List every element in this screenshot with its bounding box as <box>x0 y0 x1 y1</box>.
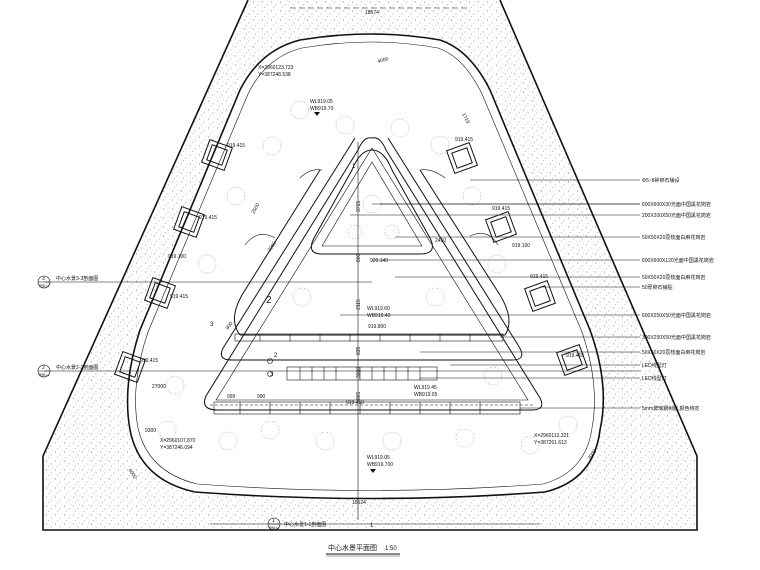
callout-text: LED线型灯 <box>642 375 667 382</box>
elevation-label: 919.415 <box>455 137 473 143</box>
dimension-labels: 18674 1719 2115 3000 835 865 3715 800 99… <box>126 10 598 506</box>
section-number: 2 <box>266 295 272 306</box>
elevation-label: 919.415 <box>170 294 188 300</box>
coordinate-x: X=2960107.870 <box>160 438 196 444</box>
dimension-label: 18674 <box>365 10 379 16</box>
elevation-label: 919.415 <box>199 215 217 221</box>
callout-text: 50X50X20荔枝面白麻花岗岩 <box>642 274 705 281</box>
dimension-label: 1719 <box>460 112 471 125</box>
callout-text: 50X50X20荔枝面白麻花岗岩 <box>642 234 705 241</box>
dimension-label: 2500 <box>251 202 262 215</box>
elevation-label: WL919.60 <box>367 306 390 312</box>
elevation-label: 919.100 <box>168 254 186 260</box>
dimension-label: 800 <box>225 321 235 331</box>
elevation-label: 919.415 <box>492 206 510 212</box>
section-marker-sheet: 景施-14 <box>39 372 50 377</box>
dimension-label: 999 <box>227 394 236 400</box>
callout-text: 5mm玻璃钢树脂,颜色待定 <box>642 405 700 412</box>
section-marker-label: 中心水景3-3剖面图 <box>56 275 98 282</box>
section-marker-1[interactable]: 1 景施-14 中心水景1-1剖面图 <box>267 517 326 531</box>
section-marker-2[interactable]: 2 景施-14 中心水景2-2剖面图 <box>37 364 98 378</box>
dimension-label: 4000 <box>126 468 137 481</box>
title-text: 中心水景平面图 <box>328 543 377 552</box>
section-numbers: 2 3 1 1 2 3 <box>210 164 374 529</box>
section-marker-num: 3 <box>42 276 45 282</box>
coordinate-x: X=2960123.723 <box>258 65 294 71</box>
elevation-label: 919.100 <box>512 243 530 249</box>
dimension-label: 3000 <box>587 448 598 461</box>
coordinate-y: Y=387261.613 <box>534 440 567 446</box>
callout-text: 50厚卵石铺贴 <box>642 284 673 291</box>
dimension-label: 2450 <box>435 238 446 244</box>
elevation-labels: WL919.05 WB919.70 WL919.60 WB919.40 WL91… <box>140 99 584 473</box>
elevation-label: 919.415 <box>566 353 584 359</box>
elevation-label: WB919.700 <box>367 462 393 468</box>
section-marker-sheet: 景施-14 <box>39 283 50 288</box>
elevation-label: WB919.40 <box>367 313 391 319</box>
elevation-label: 919.415 <box>140 358 158 364</box>
callout-text: 600X600X30光面中国黑花岗岩 <box>642 201 711 208</box>
planting-clusters <box>157 100 578 455</box>
section-marker-label: 中心水景2-2剖面图 <box>56 364 98 371</box>
elevation-label: WL919.05 <box>310 99 333 105</box>
pool-outline <box>126 33 605 500</box>
leader-lines <box>340 179 640 409</box>
section-marker-sheet: 景施-14 <box>269 525 280 530</box>
dimension-label: 3715 <box>356 201 362 212</box>
elevation-label: 920.140 <box>370 258 388 264</box>
material-callouts: Φ5~8碎卵石铺设 600X600X30光面中国黑花岗岩 200X200X50光… <box>642 177 714 412</box>
callout-text: 600X600X120光面中国黑花岗岩 <box>642 257 714 264</box>
section-number: 1 <box>352 164 356 170</box>
coordinate-y: Y=387246.094 <box>160 445 193 451</box>
drawing-title: 中心水景平面图 1:50 <box>326 543 400 557</box>
elevation-label: 919.800 <box>368 324 386 330</box>
callout-text: LED线型灯 <box>642 362 667 369</box>
section-marker-3[interactable]: 3 景施-14 中心水景3-3剖面图 <box>37 275 98 289</box>
dimension-label: 2115 <box>356 299 362 310</box>
section-number: 2 <box>274 353 278 359</box>
section-number: 3 <box>270 372 274 378</box>
coordinate-y: Y=387248.538 <box>258 72 291 78</box>
dimension-label: 800 <box>356 253 362 262</box>
coordinate-labels: X=2960123.723 Y=387248.538 X=2960107.870… <box>160 65 569 451</box>
dimension-label: 835 <box>356 346 362 355</box>
coordinate-x: X=2960113.321 <box>534 433 569 439</box>
scale-text: 1:50 <box>385 546 397 552</box>
elevation-label: WB919.70 <box>310 106 334 112</box>
dimension-label: 27000 <box>152 384 166 390</box>
stone-bench <box>286 366 438 381</box>
elevation-label: 919.415 <box>530 274 548 280</box>
gravel-border <box>42 0 698 531</box>
dimension-label: 3000 <box>356 367 362 378</box>
dimension-label: 990 <box>257 394 266 400</box>
dimension-label: 2200 <box>267 240 278 253</box>
section-marker-num: 1 <box>272 518 275 524</box>
dimension-label: 865 <box>356 391 362 400</box>
dimension-label: 4000 <box>377 56 390 65</box>
section-marker-num: 2 <box>42 365 45 371</box>
elevation-label: 919.450 <box>346 400 364 406</box>
dimension-label: 15624 <box>352 500 366 506</box>
elevation-label: 919.415 <box>227 143 245 149</box>
section-number: 1 <box>370 523 374 529</box>
callout-text: 200X200X50光面中国黑花岗岩 <box>642 212 711 219</box>
callout-text: 300X250X50光面中国黑花岗岩 <box>642 334 711 341</box>
dimension-label: 9300 <box>145 428 156 434</box>
section-number: 3 <box>210 322 214 328</box>
callout-text: 600X250X50光面中国黑花岗岩 <box>642 312 711 319</box>
callout-text: 50X50X20荔枝面白麻花岗岩 <box>642 349 705 356</box>
callout-text: Φ5~8碎卵石铺设 <box>642 177 679 184</box>
section-marker-label: 中心水景1-1剖面图 <box>284 521 326 528</box>
elevation-label: WB919.05 <box>414 392 438 398</box>
elevation-label: WL919.45 <box>414 385 437 391</box>
elevation-label: WL919.05 <box>367 455 390 461</box>
